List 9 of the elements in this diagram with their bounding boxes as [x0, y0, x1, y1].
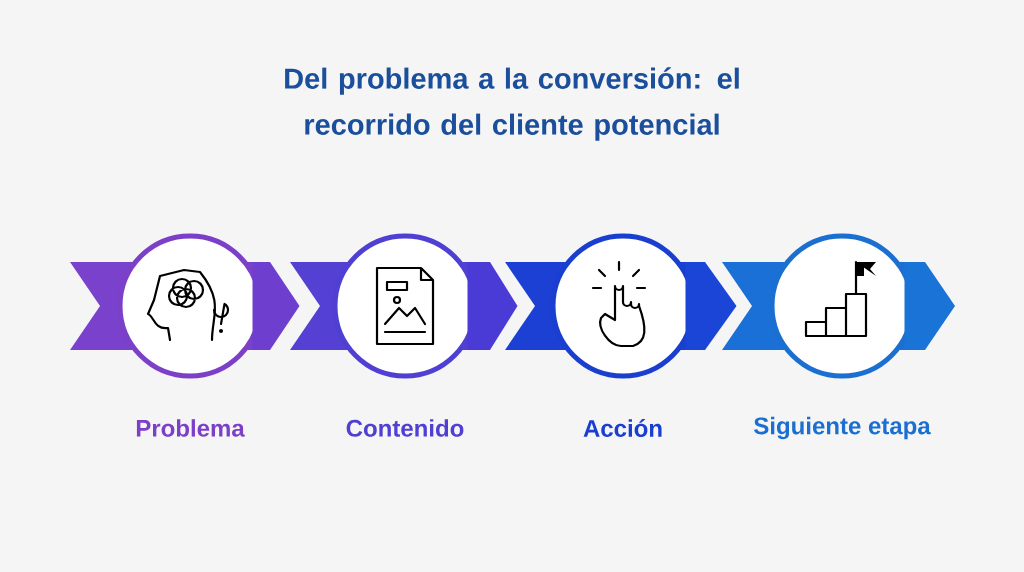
- chevron-arrow: [904, 262, 955, 350]
- chevron-arrow: [685, 262, 737, 350]
- step-label: Acción: [583, 419, 662, 437]
- chevron-arrow: [252, 262, 300, 350]
- chevron-arrow: [467, 262, 518, 350]
- step-label: Problema: [136, 419, 245, 437]
- step-label: Contenido: [346, 419, 464, 437]
- step-label: Siguiente etapa: [754, 416, 931, 440]
- title: Del problema a la conversión: el recorrido del cliente potencial: [285, 67, 739, 141]
